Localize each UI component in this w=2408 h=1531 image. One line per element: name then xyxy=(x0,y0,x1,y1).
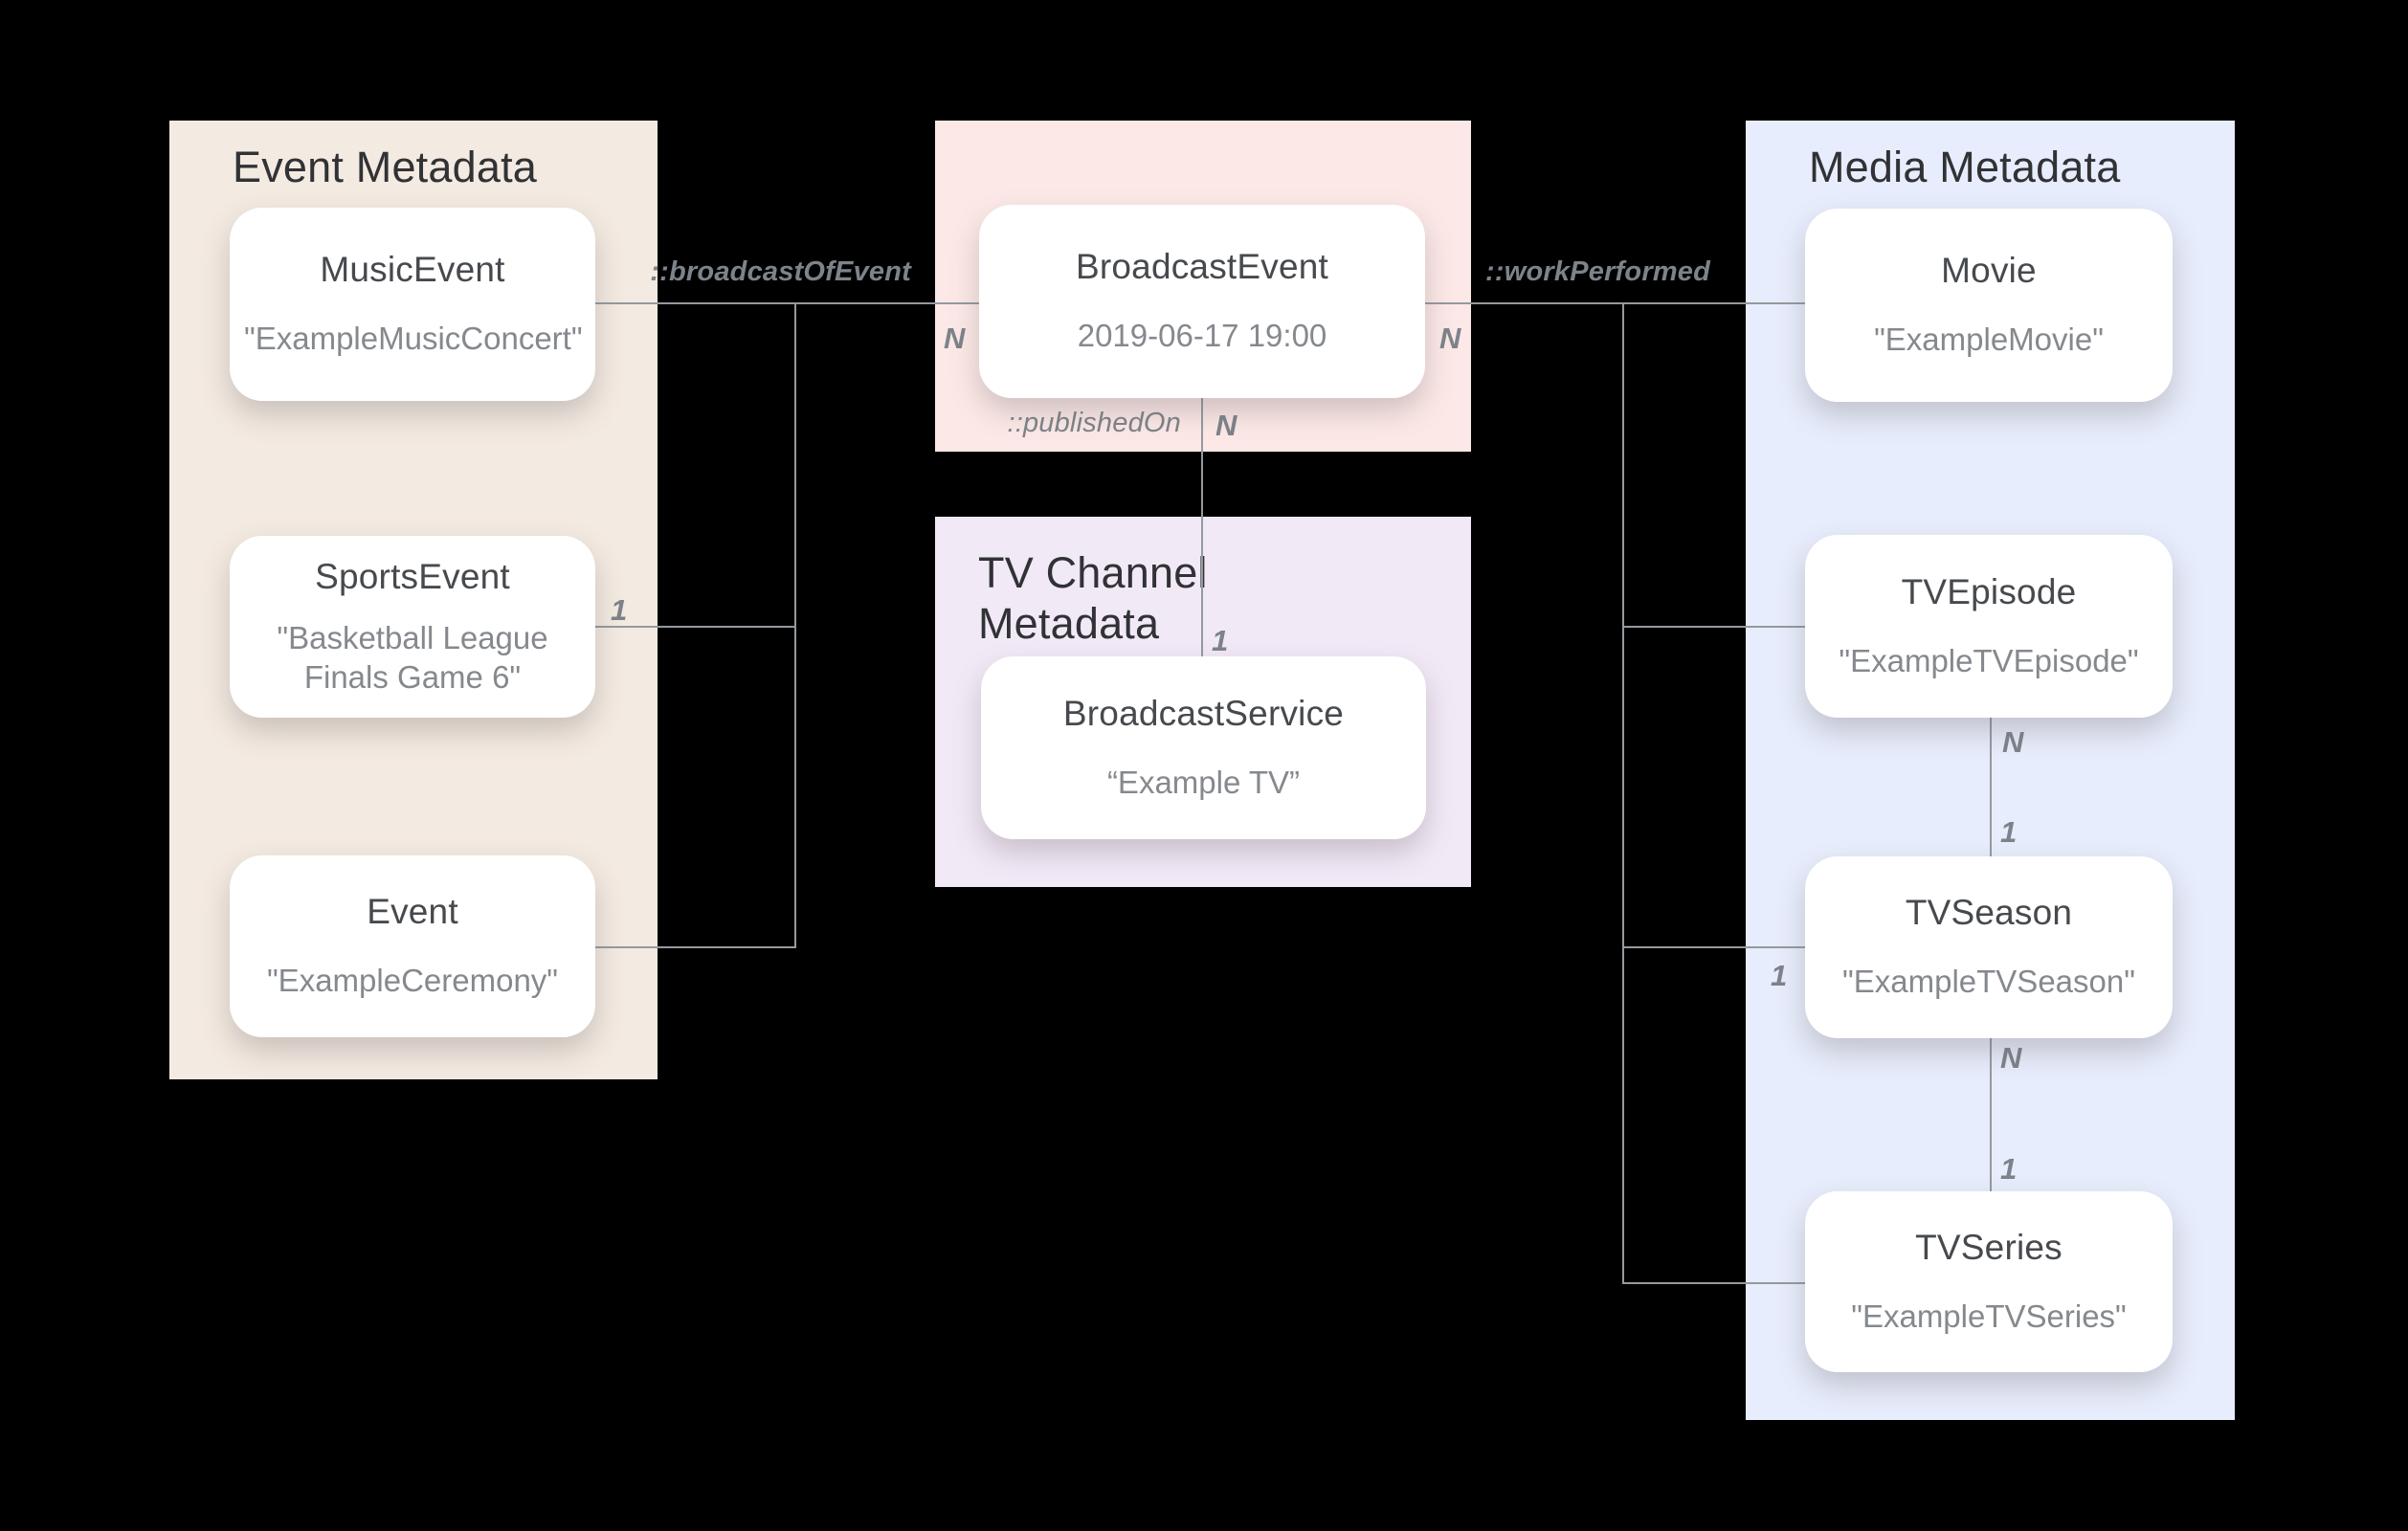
node-subtitle: "ExampleMusicConcert" xyxy=(244,321,583,357)
connector-trunk-tvepisode xyxy=(1623,626,1806,628)
node-tv-episode: TVEpisode "ExampleTVEpisode" xyxy=(1805,535,2173,718)
node-title: BroadcastEvent xyxy=(1075,247,1328,287)
relation-published-on: ::publishedOn xyxy=(1007,408,1181,438)
relation-broadcast-of-event: ::broadcastOfEvent xyxy=(650,256,911,287)
node-sports-event: SportsEvent "Basketball League Finals Ga… xyxy=(230,536,595,718)
node-title: BroadcastService xyxy=(1062,693,1345,733)
node-subtitle: “Example TV” xyxy=(1106,764,1301,800)
node-title: Event xyxy=(367,892,458,932)
node-music-event: MusicEvent "ExampleMusicConcert" xyxy=(230,208,595,401)
node-subtitle: "ExampleMovie" xyxy=(1874,322,2104,358)
node-movie: Movie "ExampleMovie" xyxy=(1805,209,2173,402)
cardinality-n-broadcast-right: N xyxy=(1439,322,1461,355)
connector-event-trunk xyxy=(595,946,796,948)
cardinality-1-tvseries-top: 1 xyxy=(2000,1152,2018,1186)
node-title: Movie xyxy=(1941,251,2037,291)
connector-trunk-tvseason xyxy=(1623,946,1806,948)
connector-trunk-tvseries xyxy=(1623,1282,1806,1284)
node-title: MusicEvent xyxy=(320,250,505,290)
event-metadata-title: Event Metadata xyxy=(233,143,537,191)
media-metadata-title: Media Metadata xyxy=(1809,143,2121,191)
connector-right-trunk xyxy=(1622,302,1624,1284)
relation-work-performed: ::workPerformed xyxy=(1485,256,1711,287)
connector-broadcastevent-movie xyxy=(1425,302,1806,304)
connector-musicevent-broadcastevent xyxy=(595,302,980,304)
connector-tvseason-tvseries xyxy=(1990,1037,1992,1192)
node-event: Event "ExampleCeremony" xyxy=(230,855,595,1037)
node-broadcast-service: BroadcastService “Example TV” xyxy=(981,656,1426,839)
node-broadcast-event: BroadcastEvent 2019-06-17 19:00 xyxy=(979,205,1425,398)
node-subtitle: "Basketball League Finals Game 6" xyxy=(277,619,548,695)
node-subtitle: "ExampleCeremony" xyxy=(266,963,559,999)
cardinality-1-published: 1 xyxy=(1212,624,1229,657)
cardinality-n-broadcast-left: N xyxy=(944,322,966,355)
cardinality-n-tvepisode: N xyxy=(2002,725,2024,759)
cardinality-1-tvseason-left: 1 xyxy=(1771,959,1788,992)
node-title: SportsEvent xyxy=(315,556,510,596)
connector-tvepisode-tvseason xyxy=(1990,718,1992,856)
node-subtitle: "ExampleTVSeries" xyxy=(1851,1298,2127,1334)
node-subtitle: 2019-06-17 19:00 xyxy=(1077,318,1327,354)
node-title: TVEpisode xyxy=(1901,571,2077,611)
node-title: TVSeason xyxy=(1905,893,2073,933)
cardinality-n-tvseason-bottom: N xyxy=(2000,1041,2022,1075)
node-tv-season: TVSeason "ExampleTVSeason" xyxy=(1805,856,2173,1038)
node-title: TVSeries xyxy=(1915,1227,2062,1267)
cardinality-n-published: N xyxy=(1215,409,1237,442)
node-subtitle: "ExampleTVEpisode" xyxy=(1839,642,2139,678)
connector-sportsevent-trunk xyxy=(595,626,796,628)
cardinality-1-tvseason-top: 1 xyxy=(2000,815,2018,849)
cardinality-1-sportsevent: 1 xyxy=(611,593,628,627)
tv-channel-metadata-title: TV Channel Metadata xyxy=(978,548,1208,649)
connector-publishedon xyxy=(1201,398,1203,656)
node-subtitle: "ExampleTVSeason" xyxy=(1842,964,2135,1000)
node-tv-series: TVSeries "ExampleTVSeries" xyxy=(1805,1191,2173,1372)
connector-left-trunk xyxy=(794,302,796,948)
